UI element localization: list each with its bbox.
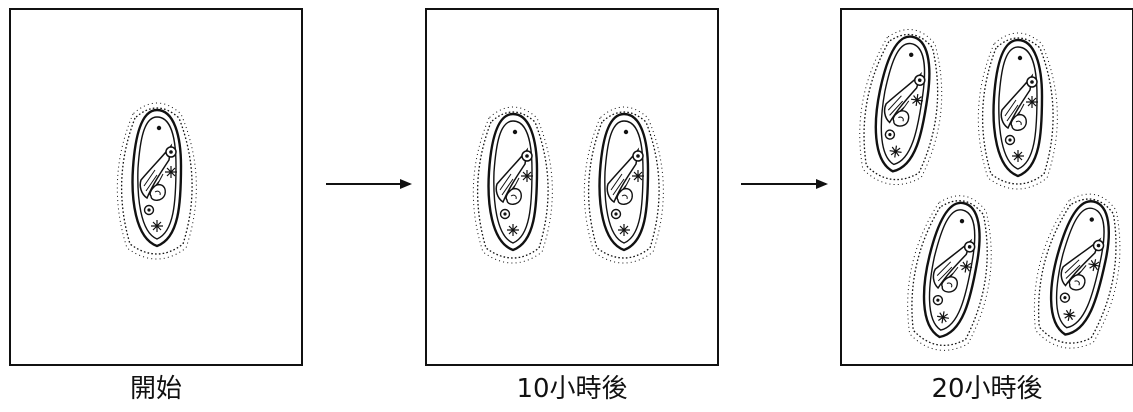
- caption-20-hours: 20小時後: [931, 374, 1043, 404]
- panel-10h-frame: [425, 8, 719, 366]
- caption-10-hours: 10小時後: [516, 374, 628, 404]
- caption-start: 開始: [129, 374, 182, 404]
